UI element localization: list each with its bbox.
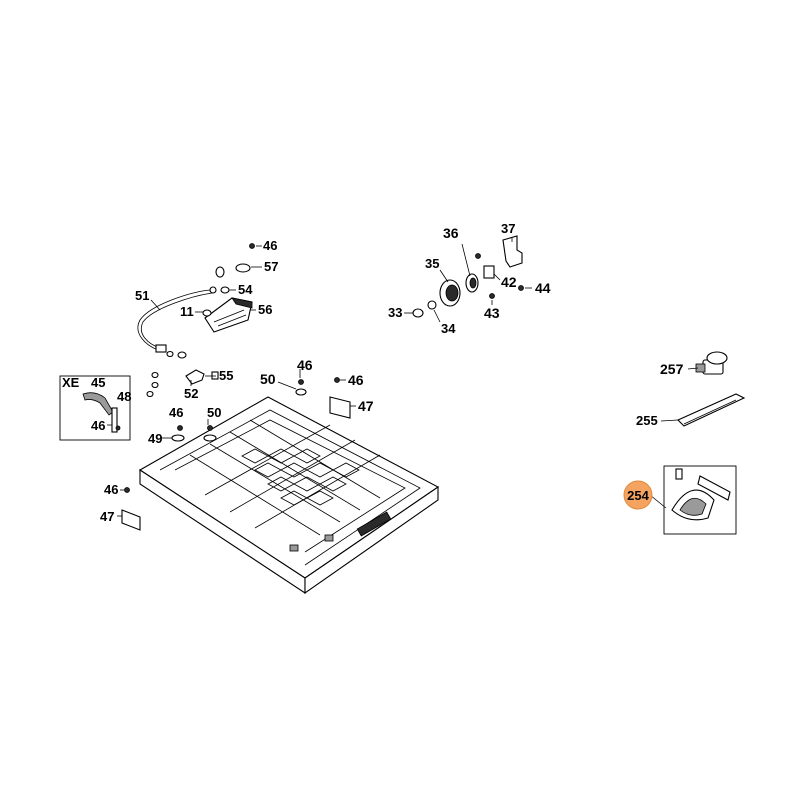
label-42: 42 bbox=[501, 274, 517, 290]
label-257: 257 bbox=[660, 361, 684, 377]
xe-inset bbox=[59, 375, 131, 441]
part-255-rail bbox=[677, 393, 746, 427]
label-36: 36 bbox=[443, 225, 459, 241]
label-34: 34 bbox=[441, 321, 456, 336]
label-43: 43 bbox=[484, 305, 500, 321]
label-47a: 47 bbox=[358, 398, 374, 414]
label-55: 55 bbox=[219, 368, 233, 383]
gear-assembly bbox=[412, 235, 524, 318]
label-37: 37 bbox=[501, 221, 515, 236]
part-257-plug bbox=[695, 351, 728, 375]
cable-51 bbox=[137, 286, 217, 353]
switch-56 bbox=[204, 297, 253, 333]
label-46c: 46 bbox=[348, 372, 364, 388]
label-46f: 46 bbox=[91, 418, 105, 433]
label-35: 35 bbox=[425, 256, 439, 271]
label-52: 52 bbox=[184, 386, 198, 401]
label-50a: 50 bbox=[260, 371, 276, 387]
miter-gauge-inset bbox=[663, 465, 737, 535]
label-44: 44 bbox=[535, 280, 551, 296]
label-255: 255 bbox=[636, 413, 658, 428]
small-parts-center bbox=[121, 377, 351, 531]
label-33: 33 bbox=[388, 305, 402, 320]
label-46b: 46 bbox=[297, 357, 313, 373]
label-54: 54 bbox=[238, 282, 253, 297]
label-48: 48 bbox=[117, 389, 131, 404]
label-46e: 46 bbox=[104, 482, 118, 497]
label-xe: XE bbox=[62, 375, 80, 390]
label-56: 56 bbox=[258, 302, 272, 317]
label-254[interactable]: 254 bbox=[627, 488, 649, 503]
highlight-circle[interactable] bbox=[623, 480, 653, 510]
small-parts-top bbox=[146, 243, 255, 398]
label-50b: 50 bbox=[207, 405, 221, 420]
label-49: 49 bbox=[148, 431, 162, 446]
highlight-callout-254[interactable]: 254 bbox=[623, 480, 653, 510]
leader-lines bbox=[107, 238, 699, 517]
label-46d: 46 bbox=[169, 405, 183, 420]
label-57: 57 bbox=[264, 259, 278, 274]
label-11: 11 bbox=[180, 304, 194, 319]
label-47b: 47 bbox=[100, 509, 114, 524]
label-45: 45 bbox=[91, 375, 105, 390]
label-51: 51 bbox=[135, 288, 149, 303]
label-46a: 46 bbox=[263, 238, 277, 253]
table-base bbox=[138, 396, 440, 595]
callout-labels: 46 57 54 51 11 56 55 52 46 50 46 47 46 5… bbox=[62, 221, 684, 524]
